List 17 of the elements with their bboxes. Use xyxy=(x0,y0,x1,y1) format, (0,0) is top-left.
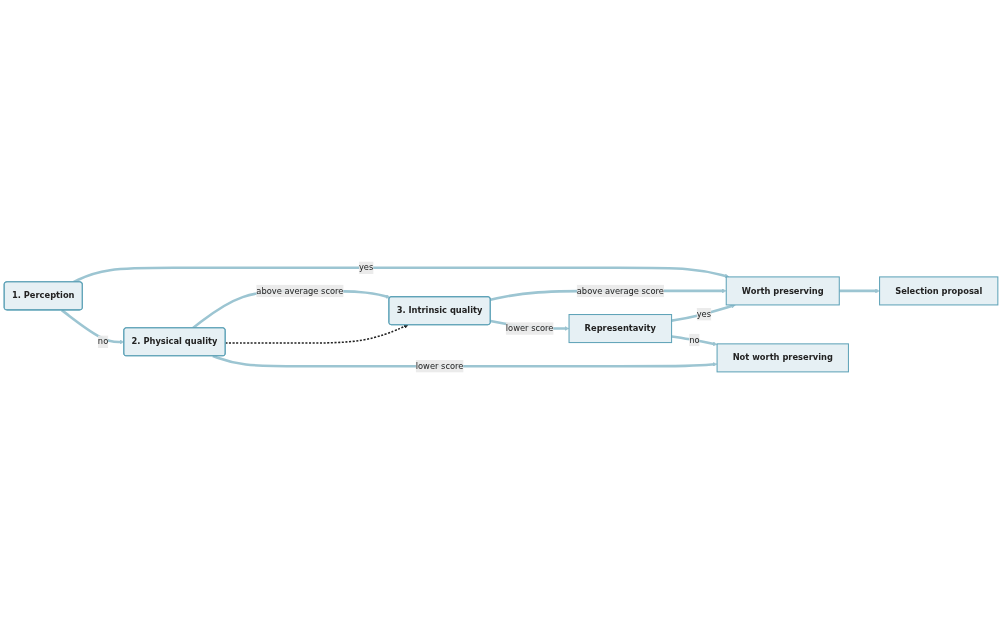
edge-label: yes xyxy=(696,309,712,319)
node-box: Representavity xyxy=(568,314,673,344)
node-box: Worth preserving xyxy=(725,276,840,306)
arrow xyxy=(839,288,880,294)
edge-label: yes xyxy=(358,262,374,273)
edge-label: no xyxy=(97,336,109,347)
arrow xyxy=(671,303,736,322)
node-box: Not worth preserving xyxy=(716,343,849,373)
arrow xyxy=(671,335,718,346)
edge-label: above average score xyxy=(256,285,344,296)
node-box: Selection proposal xyxy=(879,276,999,306)
edge-label: lower score xyxy=(505,323,554,334)
edge-label: above average score xyxy=(576,285,664,296)
arrow xyxy=(72,266,730,284)
arrow xyxy=(212,354,718,368)
edge-label: lower score xyxy=(415,360,464,371)
edge-label: no xyxy=(689,334,700,345)
